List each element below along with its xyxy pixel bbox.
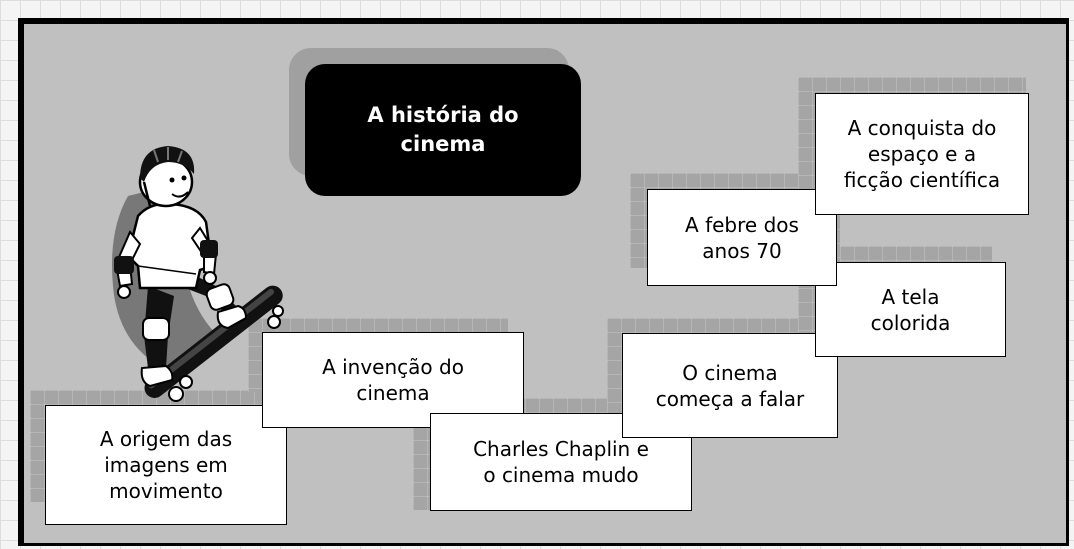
skateboarder-icon: [112, 146, 284, 402]
topic-card-invencao: A invenção do cinema: [262, 332, 524, 428]
topic-card-espaco: A conquista do espaço e a ficção científ…: [815, 93, 1029, 215]
topic-card-anos70: A febre dos anos 70: [647, 189, 837, 286]
topic-card-chaplin: Charles Chaplin e o cinema mudo: [430, 413, 692, 511]
page-title: A história do cinema: [305, 64, 581, 196]
topic-card-origem: A origem das imagens em movimento: [45, 405, 287, 525]
topic-card-colorida: A tela colorida: [815, 262, 1006, 357]
topic-card-falar: O cinema começa a falar: [622, 333, 838, 438]
